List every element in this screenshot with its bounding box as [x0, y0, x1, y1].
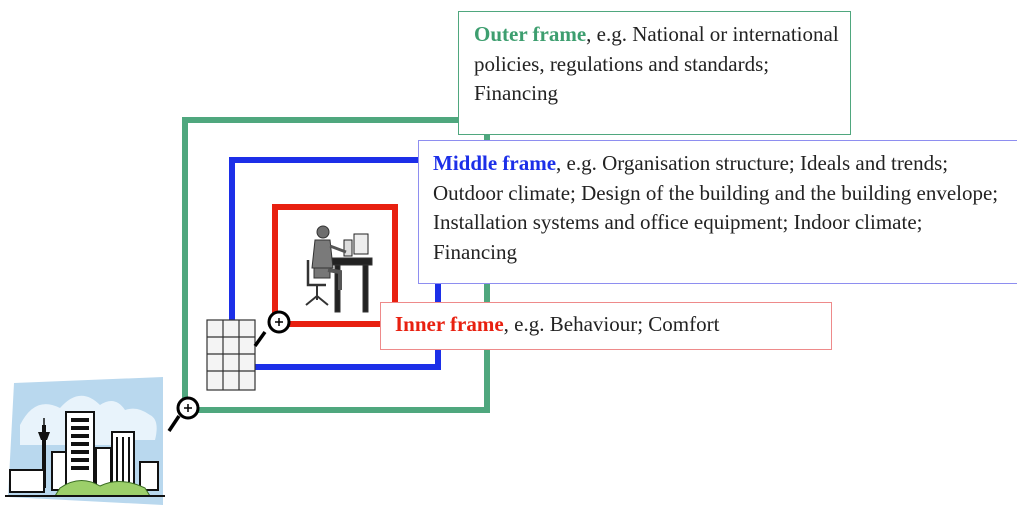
- middle-frame-keyword: Middle frame: [433, 151, 557, 175]
- outer-frame-description: , e.g. National or international policie…: [474, 22, 839, 105]
- magnifier-icon: [253, 310, 291, 348]
- office-building-icon: [206, 319, 256, 391]
- outer-frame-label: Outer frame, e.g. National or internatio…: [458, 11, 851, 135]
- inner-frame: [272, 204, 398, 327]
- middle-frame-label: Middle frame, e.g. Organisation structur…: [418, 140, 1017, 284]
- magnifier-icon: [167, 396, 200, 432]
- inner-frame-label: Inner frame, e.g. Behaviour; Comfort: [380, 302, 832, 350]
- outer-frame-keyword: Outer frame: [474, 22, 587, 46]
- inner-frame-keyword: Inner frame: [395, 312, 504, 336]
- middle-frame-description: , e.g. Organisation structure; Ideals an…: [433, 151, 999, 264]
- office-worker-icon: [305, 225, 373, 313]
- inner-frame-description: , e.g. Behaviour; Comfort: [503, 312, 720, 336]
- city-skyline-icon: [5, 377, 165, 505]
